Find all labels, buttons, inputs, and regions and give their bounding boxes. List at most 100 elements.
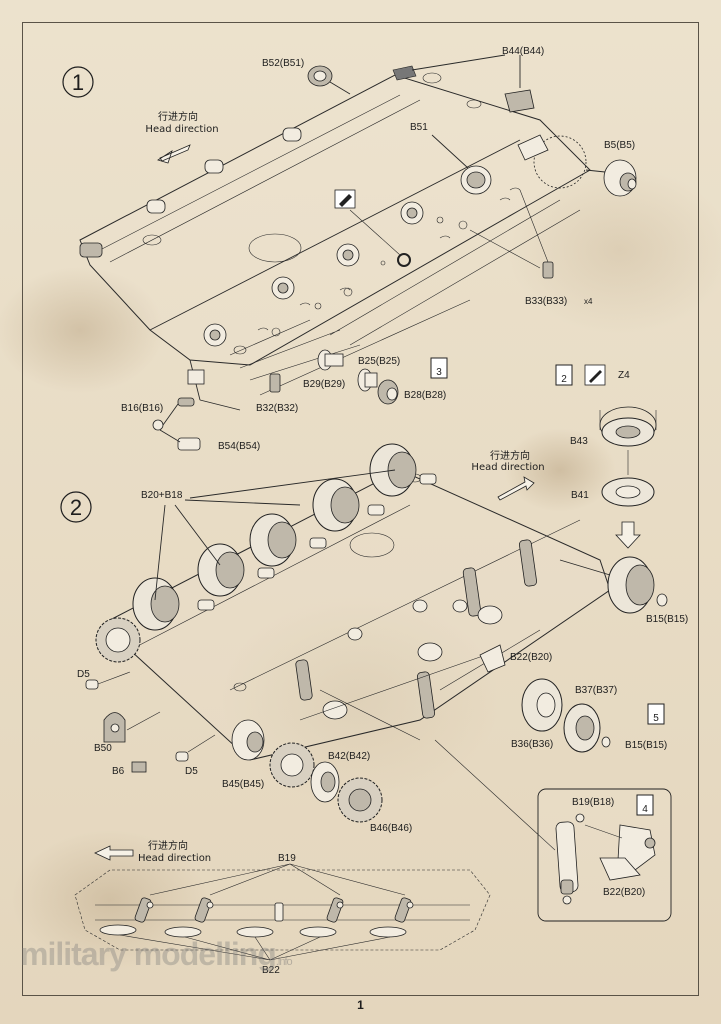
step-2-badge (60, 491, 92, 523)
part-b52 (307, 65, 351, 95)
part-b22 (479, 644, 506, 673)
road-wheels (132, 443, 417, 631)
part-b44 (392, 54, 535, 113)
watermark: military modelling.info (20, 936, 293, 973)
part-b46 (337, 777, 383, 823)
bottom-view: 行进方向 Head direction B19 B22 (74, 839, 491, 976)
part-b5 (585, 159, 637, 197)
label-b22: B22(B20) (510, 652, 552, 663)
bottom-label-b19: B19 (278, 853, 296, 864)
bottom-suspension-units (99, 897, 414, 938)
label-b36: B36(B36) (511, 739, 553, 750)
direction-arrow-icon (157, 144, 191, 164)
watermark-sub: .info (275, 956, 293, 968)
label-b43: B43 (570, 436, 588, 447)
label-b29: B29(B29) (303, 379, 345, 390)
page-number: 1 (357, 998, 364, 1012)
label-b15-b: B15(B15) (625, 740, 667, 751)
small-clips (257, 187, 521, 337)
part-b41 (601, 477, 655, 507)
part-b32 (269, 373, 281, 393)
label-b16: B16(B16) (121, 403, 163, 414)
sub-step-3-number: 3 (436, 367, 442, 378)
watermark-main: military modelling (20, 936, 277, 972)
label-b6: B6 (112, 766, 125, 777)
label-d5-a: D5 (77, 669, 90, 680)
part-d5-b (175, 734, 216, 762)
paint-brush-icon (584, 364, 606, 386)
bottom-label-b22: B22 (262, 965, 280, 976)
direction-arrow-icon (94, 845, 134, 861)
wheel-axle-caps (197, 473, 437, 611)
label-b45: B45(B45) (222, 779, 264, 790)
label-b52: B52(B51) (262, 58, 304, 69)
label-b44: B44(B44) (502, 46, 544, 57)
label-z4: Z4 (618, 370, 630, 381)
direction-arrow-icon (497, 476, 535, 501)
part-b5-plate (517, 134, 587, 189)
glue-icon (334, 189, 356, 209)
hull-side-1 (79, 74, 591, 366)
part-b54 (159, 429, 201, 451)
shock-absorber (555, 813, 585, 905)
head-direction-en-1: Head direction (145, 124, 218, 135)
suspension-arms (295, 539, 538, 720)
front-sprocket (95, 617, 141, 663)
part-b25 (357, 368, 378, 392)
label-b54: B54(B54) (218, 441, 260, 452)
mount-bracket (187, 369, 205, 385)
part-b29 (317, 349, 344, 371)
step-2: 2 行进方向 Head direction B20+B18 (60, 364, 688, 851)
part-b51 (431, 134, 492, 195)
head-direction-cn-1: 行进方向 (158, 110, 198, 123)
step-1-number: 1 (72, 70, 84, 95)
label-b15-a: B15(B15) (646, 614, 688, 625)
hull-outline-bottom (74, 869, 491, 951)
part-b50 (103, 711, 161, 743)
sub-step-5-number: 5 (653, 713, 659, 724)
sub-step-4: 4 (636, 794, 654, 816)
label-b50: B50 (94, 743, 112, 754)
label-b20-b18: B20+B18 (141, 490, 183, 501)
part-b43 (599, 406, 657, 447)
part-b28 (377, 379, 399, 405)
detail-label-b19: B19(B18) (572, 797, 614, 808)
label-b42: B42(B42) (328, 751, 370, 762)
label-b28: B28(B28) (404, 390, 446, 401)
label-b32: B32(B32) (256, 403, 298, 414)
step-2-number: 2 (70, 495, 82, 520)
step-1-badge (62, 66, 94, 98)
down-arrow-icon (615, 521, 641, 549)
label-b37: B37(B37) (575, 685, 617, 696)
part-b6 (131, 761, 147, 773)
label-b33: B33(B33) (525, 296, 567, 307)
head-direction-en-3: Head direction (138, 853, 211, 864)
part-b36 (521, 678, 563, 732)
part-b16 (152, 397, 195, 431)
sub-step-4-number: 4 (642, 804, 648, 815)
sub-step-2-number: 2 (561, 374, 567, 385)
label-b33-qty: x4 (584, 297, 593, 306)
front-sprocket-b (269, 742, 315, 788)
hull-bumps (79, 127, 302, 258)
head-direction-cn-2: 行进方向 (490, 449, 530, 462)
head-direction-en-2: Head direction (471, 462, 544, 473)
page-frame (22, 22, 699, 996)
label-b46: B46(B46) (370, 823, 412, 834)
sub-step-2: 2 (555, 364, 573, 386)
detail-label-b22: B22(B20) (603, 887, 645, 898)
step-1: 1 行进方向 Head direction (62, 46, 637, 452)
detail-box: B19(B18) 4 B22(B20) (537, 788, 672, 922)
part-d5-a (85, 671, 131, 690)
detail-b22-part (584, 824, 656, 881)
part-b37 (563, 703, 611, 753)
head-direction-cn-3: 行进方向 (148, 839, 188, 852)
part-b42 (310, 761, 340, 803)
label-b41: B41 (571, 490, 589, 501)
sub-step-3: 3 (430, 357, 448, 379)
o-ring (397, 253, 411, 267)
label-b5: B5(B5) (604, 140, 635, 151)
part-b33 (469, 189, 554, 279)
rear-wheel-assembled (559, 556, 668, 614)
